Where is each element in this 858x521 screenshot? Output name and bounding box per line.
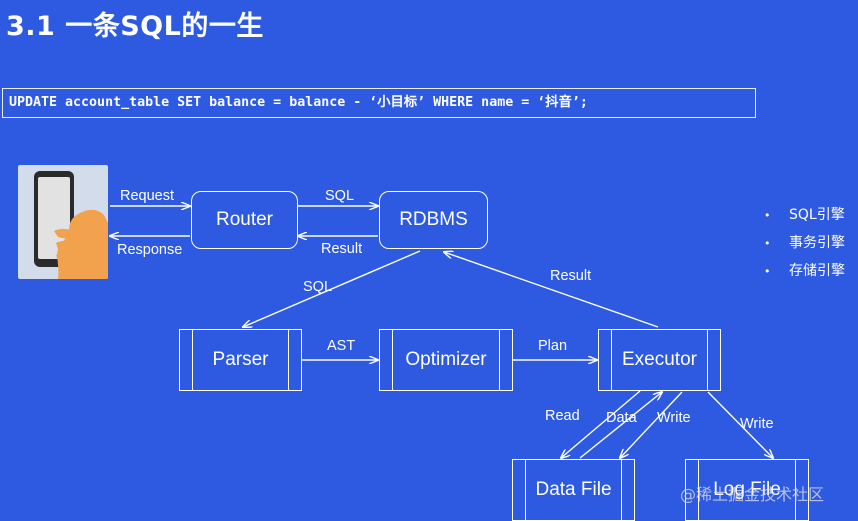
label-request: Request [120, 188, 175, 204]
bullet-transaction-engine: • 事务引擎 [764, 232, 845, 260]
bullet-dot: • [764, 209, 771, 222]
client-phone-illustration [18, 165, 108, 279]
bullet-dot: • [764, 265, 771, 278]
label-ast: AST [327, 338, 356, 354]
bullet-dot: • [764, 237, 771, 250]
label-sql-rdbms-parser: SQL [303, 279, 333, 295]
label-response: Response [117, 242, 183, 258]
executor-node: Executor [598, 329, 721, 391]
parser-node: Parser [179, 329, 302, 391]
label-write-data: Write [657, 410, 691, 426]
label-write-log: Write [740, 416, 774, 432]
arrow-data [579, 392, 662, 459]
label-read: Read [545, 408, 580, 424]
arrow-write-data [620, 391, 683, 458]
label-data: Data [606, 410, 637, 426]
arrow-read [561, 390, 641, 458]
bullet-label: 存储引擎 [789, 263, 845, 279]
bullet-sql-engine: • SQL引擎 [764, 204, 845, 232]
label-result-executor-rdbms: Result [550, 268, 592, 284]
hand-holding-phone-icon [34, 171, 108, 279]
bullet-label: 事务引擎 [789, 235, 845, 251]
bullet-storage-engine: • 存储引擎 [764, 260, 845, 288]
arrow-sql-to-parser [243, 250, 421, 327]
engine-bullet-list: • SQL引擎 • 事务引擎 • 存储引擎 [764, 204, 845, 288]
label-result-rdbms-router: Result [321, 241, 363, 257]
bullet-label: SQL引擎 [789, 207, 845, 223]
data-file-node: Data File [512, 459, 635, 521]
label-plan: Plan [538, 338, 568, 354]
label-sql-router-rdbms: SQL [325, 188, 355, 204]
sql-statement-box: UPDATE account_table SET balance = balan… [2, 88, 756, 118]
page-title: 3.1 一条SQL的一生 [6, 11, 264, 42]
arrow-result-to-rdbms [444, 252, 659, 328]
arrow-write-log [707, 391, 773, 458]
watermark: @稀土掘金技术社区 [680, 485, 825, 504]
optimizer-node: Optimizer [379, 329, 513, 391]
rdbms-node: RDBMS [379, 191, 488, 249]
router-node: Router [191, 191, 298, 249]
